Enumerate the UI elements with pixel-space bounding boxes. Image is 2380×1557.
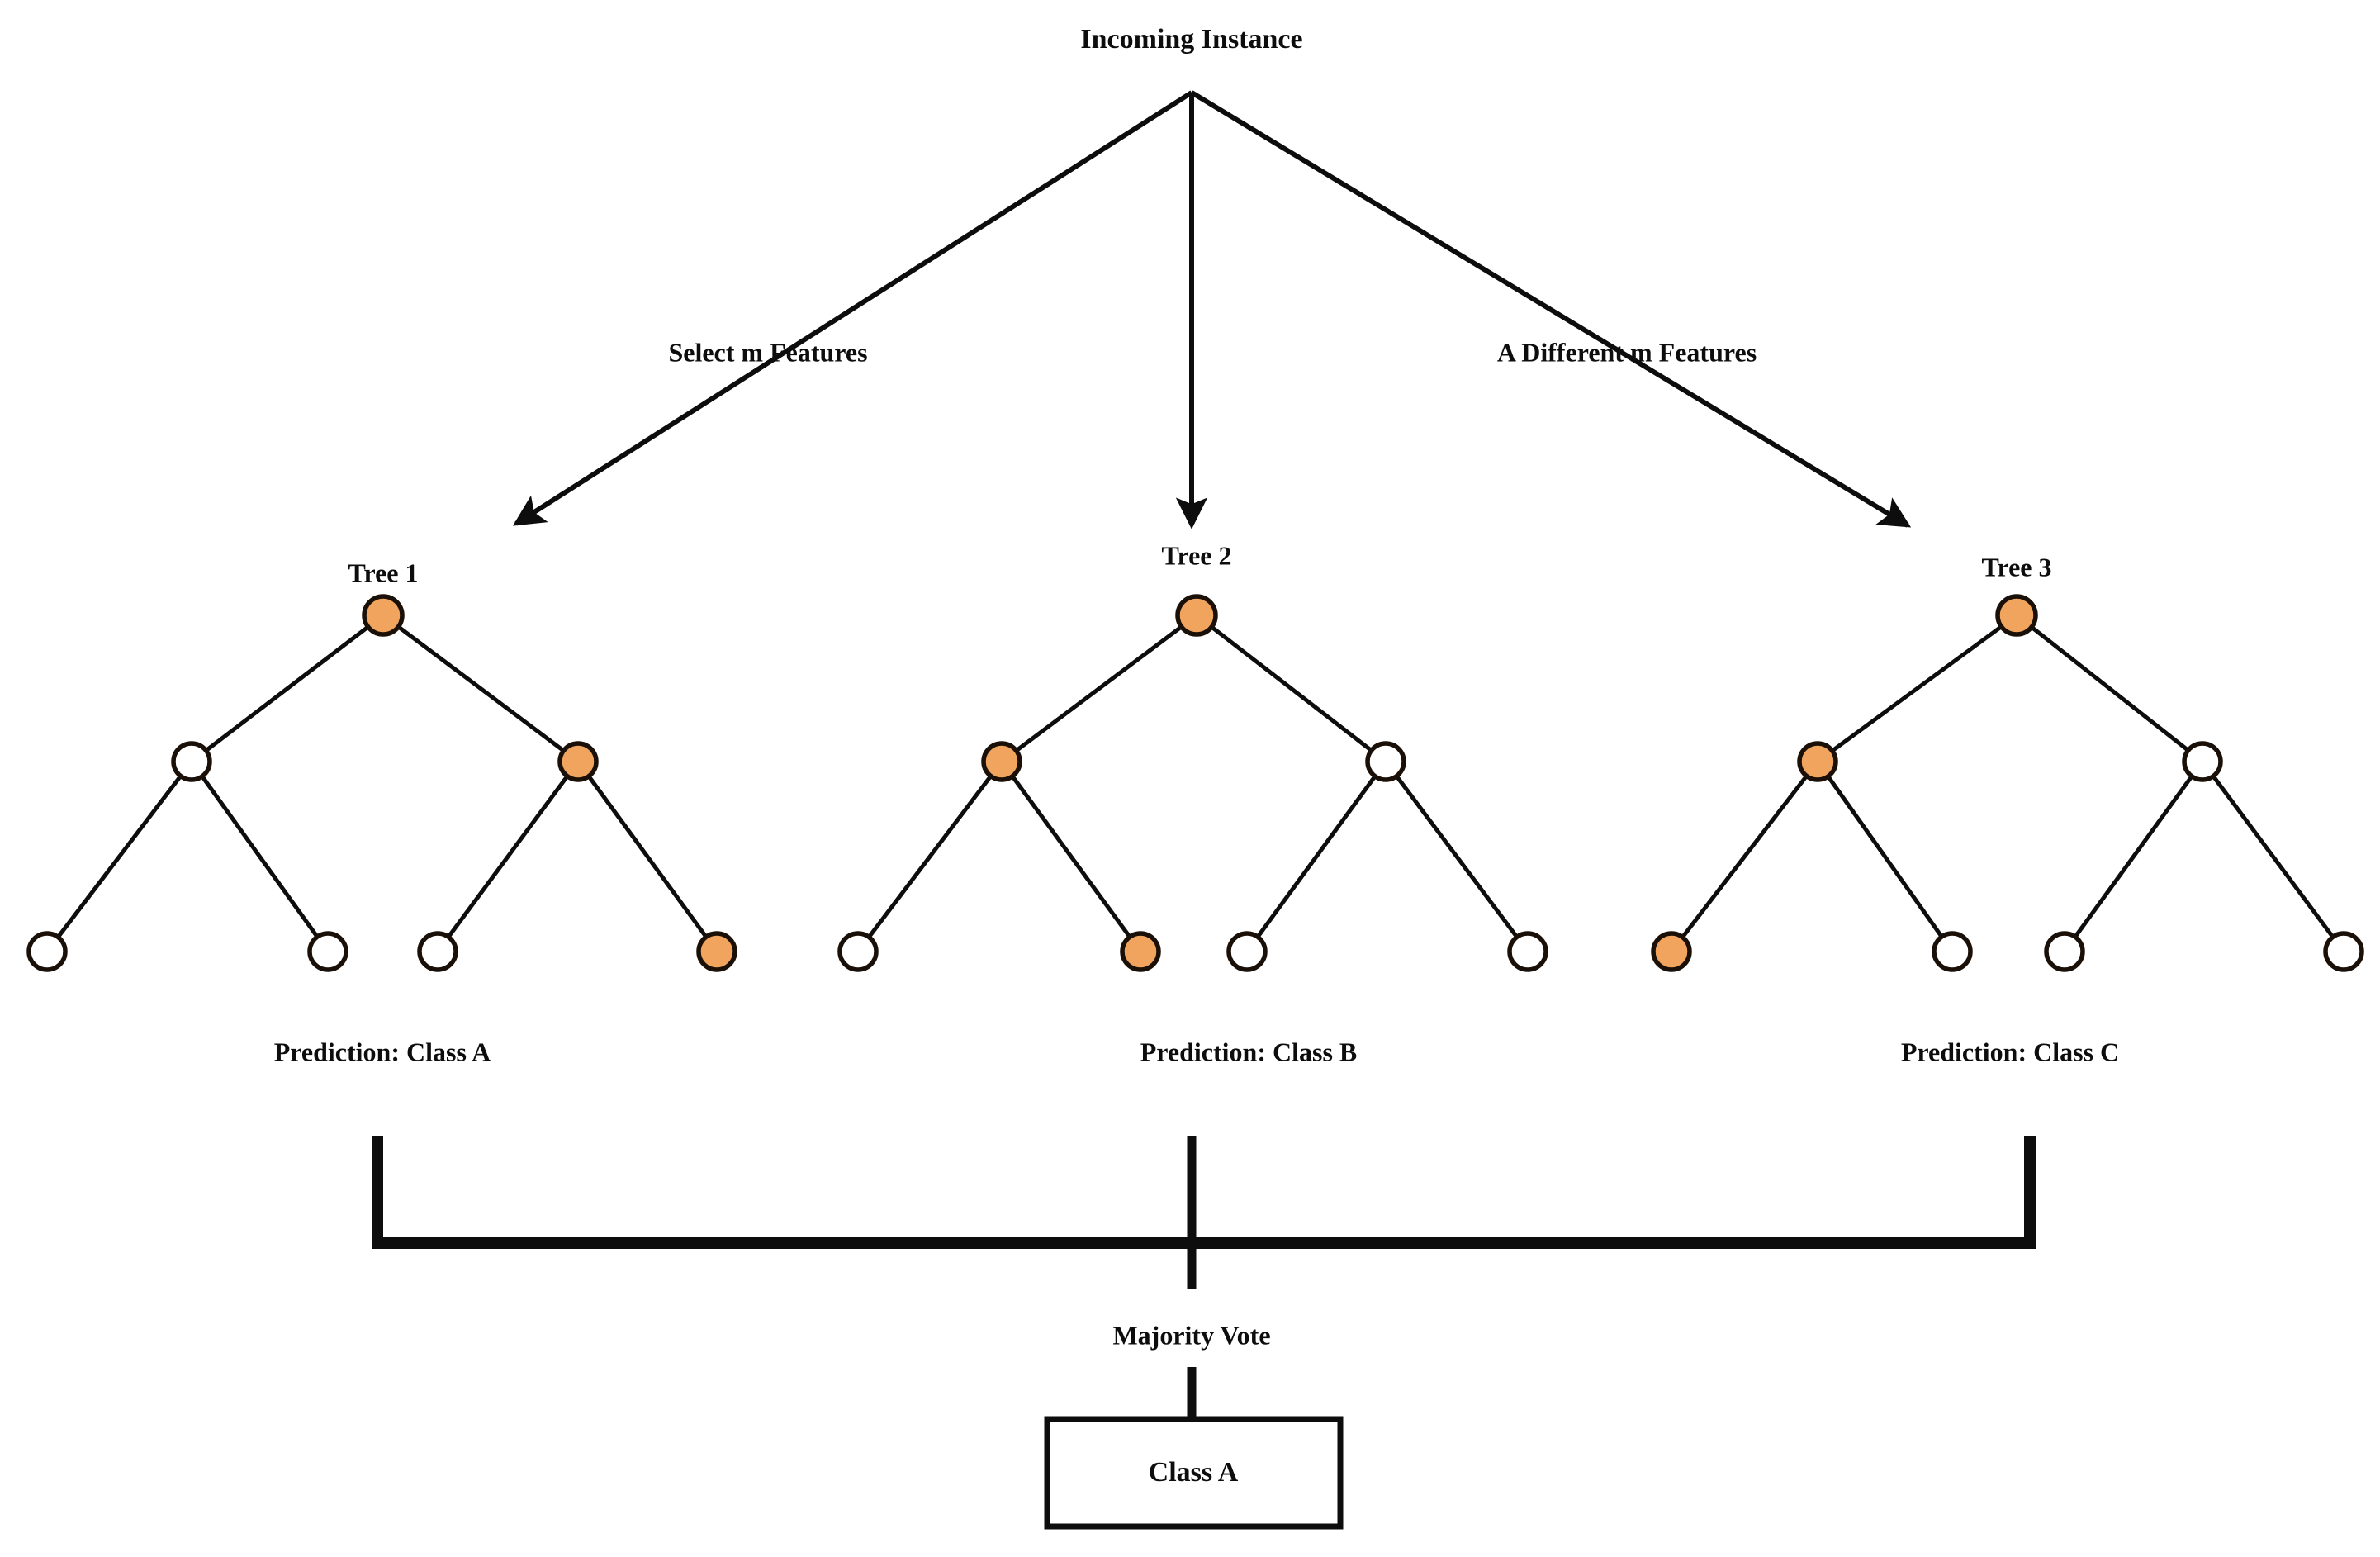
tree-3-edge-6 xyxy=(2200,759,2346,954)
tree-2-prediction-label: Prediction: Class B xyxy=(1140,1037,1358,1066)
tree-3-node-leaf-2[interactable] xyxy=(1932,931,1973,972)
tree-3-edge-3 xyxy=(1669,759,1820,954)
tree-1-edge-5 xyxy=(435,759,581,954)
tree-3: Tree 3 Prediction: Class C xyxy=(1651,552,2364,1066)
split-arrow-3 xyxy=(1190,90,1912,528)
tree-2-node-leaf-4[interactable] xyxy=(1507,931,1548,972)
tree-2-edge-3 xyxy=(856,759,1004,954)
tree-2-edge-6 xyxy=(1383,759,1530,954)
tree-2-edge-1 xyxy=(999,613,1199,764)
tree-3-node-leaf-3[interactable] xyxy=(2044,931,2085,972)
branch-label-3: A Different m Features xyxy=(1497,337,1757,367)
branch-arrows-group: Select m Features A Different m Features xyxy=(512,90,1912,529)
tree-1-node-leaf-1[interactable] xyxy=(26,931,68,972)
tree-1-node-n-r[interactable] xyxy=(557,741,599,782)
tree-2-edge-2 xyxy=(1194,613,1388,764)
tree-3-node-root[interactable] xyxy=(1995,594,2038,637)
tree-2-edge-5 xyxy=(1245,759,1388,954)
tree-2-title: Tree 2 xyxy=(1162,540,1232,570)
tree-2: Tree 2 Prediction: Class B xyxy=(837,540,1548,1066)
tree-1-node-n-l[interactable] xyxy=(171,741,212,782)
tree-1-prediction-label: Prediction: Class A xyxy=(274,1037,491,1066)
tree-3-node-leaf-4[interactable] xyxy=(2323,931,2364,972)
split-arrow-1 xyxy=(512,90,1193,526)
tree-2-node-n-r[interactable] xyxy=(1365,741,1406,782)
tree-2-node-n-l[interactable] xyxy=(981,741,1022,782)
tree-1-edge-6 xyxy=(576,759,719,954)
tree-2-node-leaf-3[interactable] xyxy=(1226,931,1268,972)
tree-2-edge-4 xyxy=(999,759,1143,954)
tree-1-title: Tree 1 xyxy=(348,558,419,587)
tree-1-node-root[interactable] xyxy=(362,594,405,637)
final-result-box[interactable] xyxy=(1044,1416,1344,1530)
tree-3-edge-2 xyxy=(2014,613,2205,764)
vote-bracket xyxy=(372,1136,2036,1249)
final-result-label: Class A xyxy=(1149,1457,1239,1488)
tree-1-node-leaf-3[interactable] xyxy=(417,931,458,972)
page-title: Incoming Instance xyxy=(1080,24,1302,55)
tree-1-edge-1 xyxy=(189,613,386,764)
tree-3-node-n-r[interactable] xyxy=(2182,741,2223,782)
tree-3-edge-1 xyxy=(1815,613,2019,764)
tree-1: Tree 1 Prediction: Class A xyxy=(26,558,737,1066)
tree-3-edge-4 xyxy=(1815,759,1955,954)
tree-1-node-leaf-4[interactable] xyxy=(696,931,737,972)
tree-3-title: Tree 3 xyxy=(1982,552,2052,582)
tree-1-edge-4 xyxy=(189,759,330,954)
tree-2-node-leaf-2[interactable] xyxy=(1120,931,1161,972)
tree-3-node-n-l[interactable] xyxy=(1797,741,1838,782)
tree-3-edge-5 xyxy=(2062,759,2205,954)
tree-1-node-leaf-2[interactable] xyxy=(307,931,348,972)
tree-2-node-leaf-1[interactable] xyxy=(837,931,879,972)
tree-1-edge-2 xyxy=(381,613,581,764)
branch-label-1: Select m Features xyxy=(668,337,867,367)
tree-3-prediction-label: Prediction: Class C xyxy=(1901,1037,2119,1066)
tree-2-node-root[interactable] xyxy=(1175,594,1218,637)
decision-trees-group: Tree 1 Prediction: Class A Tree 2 Predictio… xyxy=(26,540,2364,1066)
tree-1-edge-3 xyxy=(45,759,194,954)
majority-vote-label: Majority Vote xyxy=(1112,1320,1270,1350)
tree-3-node-leaf-1[interactable] xyxy=(1651,931,1692,972)
